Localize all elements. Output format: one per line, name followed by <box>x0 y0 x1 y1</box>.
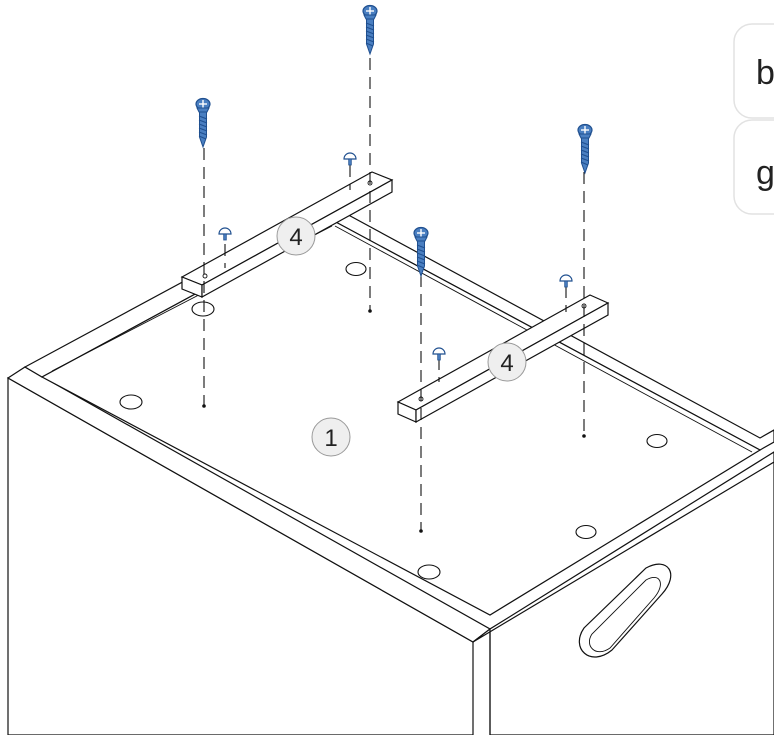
side-panel-label-g: g <box>756 154 774 192</box>
alignment-guides <box>202 58 586 533</box>
wood-dowel-icon <box>343 152 357 166</box>
screw-icon <box>577 123 593 174</box>
side-panel-label-b: b <box>756 54 774 92</box>
screw-icon <box>362 4 378 55</box>
callout-rail-right: 4 <box>487 342 527 382</box>
side-panel-g <box>733 119 774 215</box>
side-panel-b <box>733 23 774 119</box>
screws <box>195 4 593 277</box>
drawer-box <box>6 204 774 735</box>
floor-holes <box>119 261 668 580</box>
front-right-panel-edge <box>472 451 774 643</box>
callout-label: 4 <box>500 350 513 377</box>
side-panel-list: b g <box>733 23 774 215</box>
wood-dowel-icon <box>559 274 573 288</box>
callout-rail-left: 4 <box>276 216 316 256</box>
callout-base-panel: 1 <box>311 417 351 457</box>
callout-label: 1 <box>324 425 337 452</box>
handle-cutout <box>578 563 672 658</box>
screw-icon <box>195 97 211 148</box>
wood-dowel-icon <box>218 227 232 241</box>
callout-label: 4 <box>289 224 302 251</box>
